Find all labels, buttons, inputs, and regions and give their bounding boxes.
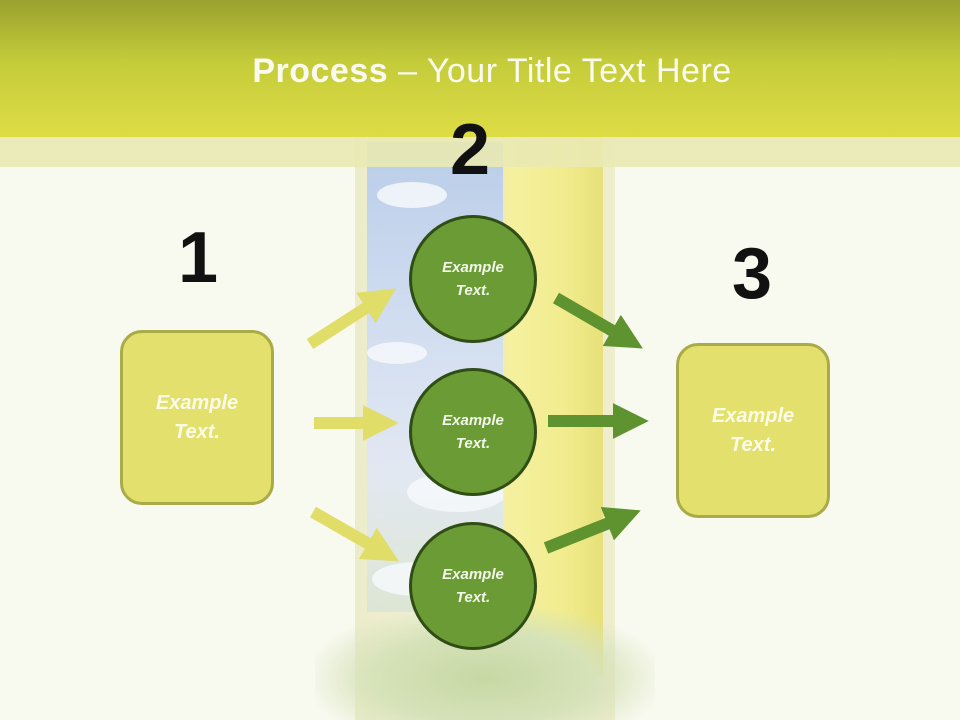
slide-title: Process – Your Title Text Here [0,52,960,91]
arrow-circle-3-to-right [543,506,641,554]
step-number-3: 3 [732,234,773,314]
circle-label: Example Text. [442,412,504,452]
arrow-left-to-circle-1 [306,288,397,350]
cloud [377,182,447,208]
header-band [0,0,960,137]
step-number-1: 1 [178,218,219,298]
title-bold: Process [252,52,389,90]
step-circle-2: Example Text. [409,368,537,496]
circle-label: Example Text. [442,566,504,606]
left-example-box: Example Text. [120,330,274,505]
arrow-circle-1-to-right [552,292,643,349]
step-number-2: 2 [450,110,491,190]
right-example-box: Example Text. [676,343,830,518]
left-box-label: Example Text. [155,391,239,443]
step-circle-3: Example Text. [409,522,537,650]
cloud [367,342,427,364]
arrow-left-to-circle-3 [310,506,399,562]
header-strip [0,137,960,167]
right-box-label: Example Text. [711,404,795,456]
step-circle-1: Example Text. [409,215,537,343]
circle-label: Example Text. [442,259,504,299]
title-rest: – Your Title Text Here [388,52,732,90]
